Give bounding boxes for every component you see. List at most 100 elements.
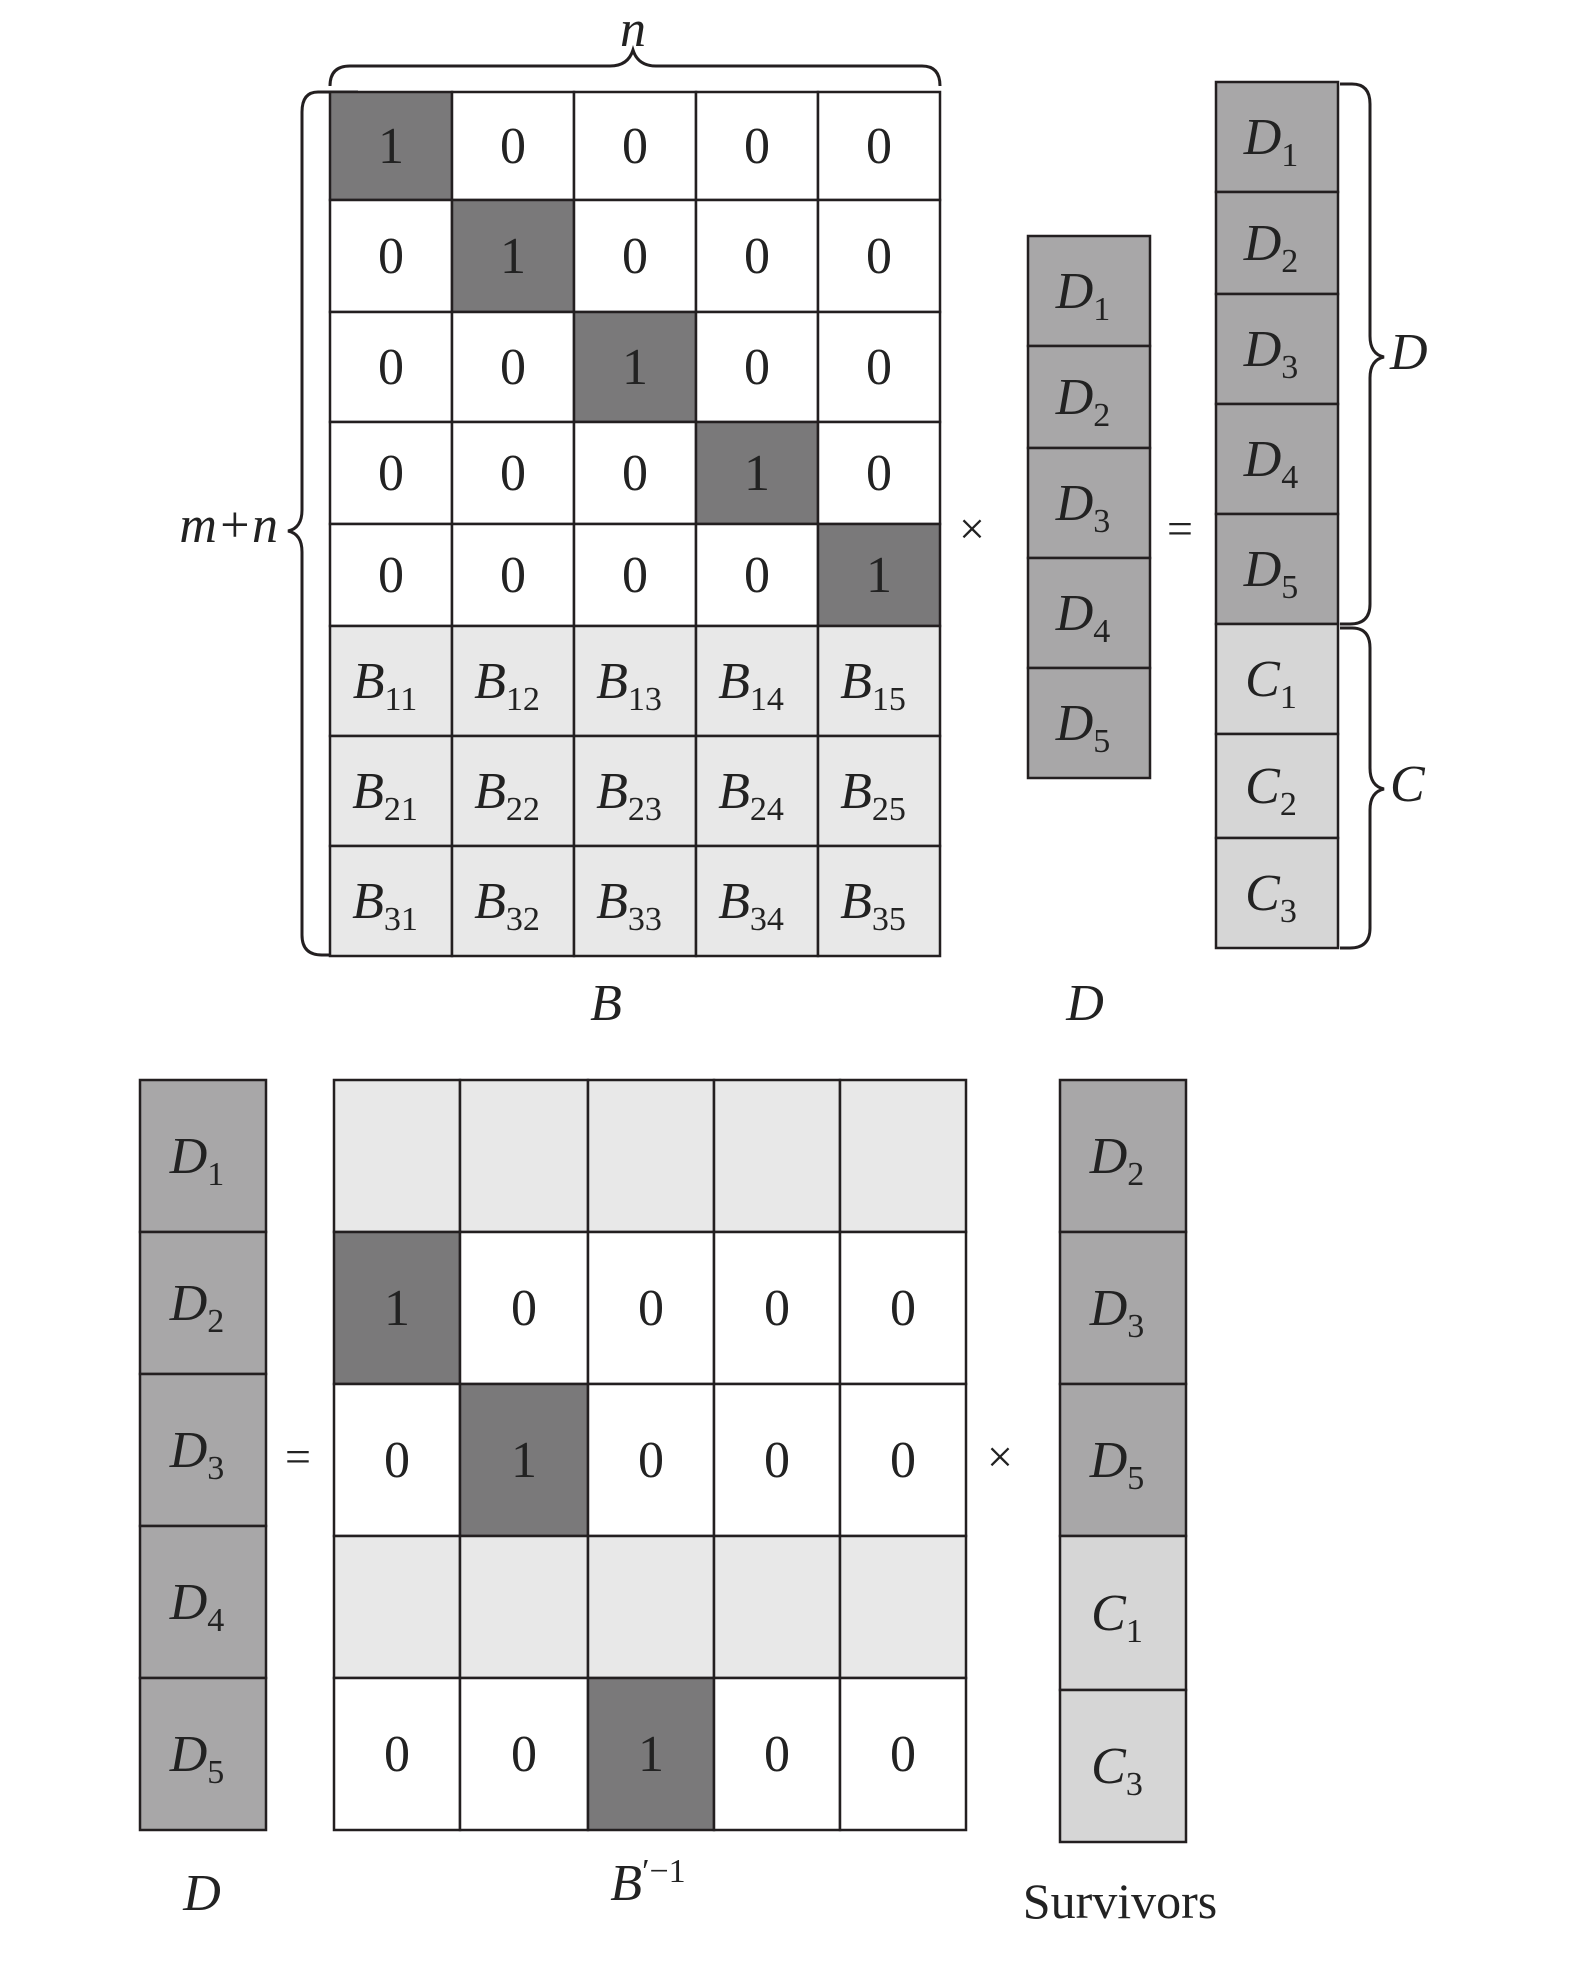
matrix-b-cell-8-2: B32 [450, 844, 576, 958]
d-brace [1340, 82, 1385, 626]
matrix-b-cell-3-1: 0 [328, 310, 454, 424]
survivor-cell-1: D2 [1058, 1078, 1188, 1234]
result-cell-1: D1 [1214, 80, 1340, 194]
inverse-matrix-cell-4-4 [712, 1534, 842, 1680]
matrix-b-cell-3-1-text: 0 [378, 339, 404, 396]
matrix-b-cell-6-1: B11 [328, 624, 454, 738]
inverse-matrix-cell-5-1-text: 0 [384, 1726, 410, 1783]
result-cell-5-text: D5 [1243, 541, 1299, 606]
survivor-cell-4: C1 [1058, 1534, 1188, 1692]
bottom-d-cell-2: D2 [138, 1230, 268, 1376]
matrix-b-cell-2-4-text: 0 [744, 228, 770, 285]
result-cell-6: C1 [1214, 622, 1340, 736]
matrix-b-cell-2-3: 0 [572, 198, 698, 314]
matrix-b-cell-8-2-text: B32 [474, 873, 540, 938]
inverse-matrix-cell-3-5-text: 0 [890, 1432, 916, 1489]
inverse-matrix-cell-3-1-text: 0 [384, 1432, 410, 1489]
matrix-b-cell-4-2: 0 [450, 420, 576, 526]
survivor-cell-3: D5 [1058, 1382, 1188, 1538]
vector-d-cell-1-text: D1 [1055, 263, 1111, 328]
survivor-cell-3-text: D5 [1089, 1432, 1145, 1497]
matrix-b-cell-4-3-text: 0 [622, 445, 648, 502]
matrix-b-cell-7-5-text: B25 [840, 763, 906, 828]
inverse-matrix-cell-4-5 [838, 1534, 968, 1680]
inverse-matrix-cell-3-1: 0 [332, 1382, 462, 1538]
bottom-d-cell-5: D5 [138, 1676, 268, 1832]
n-label: n [620, 1, 646, 58]
survivor-cell-1-text: D2 [1089, 1128, 1145, 1193]
matrix-b-cell-7-5: B25 [816, 734, 942, 848]
caption-b: B [590, 975, 622, 1032]
inverse-matrix-cell-1-3 [586, 1078, 716, 1234]
vector-d-cell-5: D5 [1026, 666, 1152, 780]
matrix-b-cell-6-4: B14 [694, 624, 820, 738]
inverse-matrix-cell-5-2-text: 0 [511, 1726, 537, 1783]
inverse-matrix-cell-2-3-text: 0 [638, 1280, 664, 1337]
matrix-b-cell-5-4-text: 0 [744, 547, 770, 604]
matrix-b-cell-4-5-text: 0 [866, 445, 892, 502]
bottom-d-cell-3-text: D3 [169, 1422, 225, 1487]
result-cell-7: C2 [1214, 732, 1340, 840]
bottom-times-sign: × [987, 1431, 1013, 1482]
matrix-b-cell-7-2: B22 [450, 734, 576, 848]
inverse-matrix-cell-2-5-text: 0 [890, 1280, 916, 1337]
inverse-matrix-cell-4-1 [332, 1534, 462, 1680]
matrix-b-cell-1-2: 0 [450, 90, 576, 202]
result-cell-4-text: D4 [1243, 431, 1299, 496]
inverse-matrix-cell-1-4 [712, 1078, 842, 1234]
inverse-matrix-cell-5-2: 0 [458, 1676, 590, 1832]
inverse-matrix-cell-3-4: 0 [712, 1382, 842, 1538]
inverse-matrix-cell-3-5: 0 [838, 1382, 968, 1538]
matrix-b-cell-2-1: 0 [328, 198, 454, 314]
vector-d-cell-4: D4 [1026, 556, 1152, 670]
inverse-matrix-cell-5-5-text: 0 [890, 1726, 916, 1783]
matrix-b-cell-1-1-text: 1 [378, 118, 404, 175]
caption-d-top: D [1065, 975, 1104, 1032]
bottom-equals-sign: = [285, 1431, 311, 1482]
matrix-b-cell-6-2: B12 [450, 624, 576, 738]
n-brace [328, 44, 942, 87]
matrix-b-cell-4-2-text: 0 [500, 445, 526, 502]
matrix-b-cell-1-5-text: 0 [866, 118, 892, 175]
matrix-b-cell-8-4: B34 [694, 844, 820, 958]
vector-d-cell-2-text: D2 [1055, 369, 1111, 434]
vector-d-cell-2: D2 [1026, 344, 1152, 450]
mn-label: m+n [179, 497, 278, 554]
result-cell-5: D5 [1214, 512, 1340, 626]
caption-survivors: Survivors [1023, 1873, 1217, 1929]
matrix-b-cell-5-5-text: 1 [866, 547, 892, 604]
matrix-b-cell-3-4-text: 0 [744, 339, 770, 396]
matrix-b-cell-5-2: 0 [450, 522, 576, 628]
inverse-matrix-cell-5-4-text: 0 [764, 1726, 790, 1783]
matrix-b-cell-6-3-text: B13 [596, 653, 662, 718]
matrix-b-cell-2-5: 0 [816, 198, 942, 314]
matrix-b-cell-6-5: B15 [816, 624, 942, 738]
inverse-matrix-cell-2-3: 0 [586, 1230, 716, 1386]
inverse-matrix-cell-1-5 [838, 1078, 968, 1234]
inverse-matrix-cell-1-2 [458, 1078, 590, 1234]
matrix-b-cell-5-2-text: 0 [500, 547, 526, 604]
bottom-d-cell-4-text: D4 [169, 1574, 225, 1639]
matrix-b-cell-6-1-text: B11 [353, 653, 418, 718]
inverse-matrix-cell-3-3: 0 [586, 1382, 716, 1538]
matrix-b-cell-1-4-text: 0 [744, 118, 770, 175]
matrix-b-cell-4-3: 0 [572, 420, 698, 526]
matrix-b-cell-6-2-text: B12 [474, 653, 540, 718]
result-cell-6-text: C1 [1245, 651, 1297, 716]
survivor-cell-5: C3 [1058, 1688, 1188, 1844]
inverse-matrix-cell-2-2-text: 0 [511, 1280, 537, 1337]
matrix-b-cell-6-3: B13 [572, 624, 698, 738]
matrix-b-cell-3-5-text: 0 [866, 339, 892, 396]
inverse-matrix-cell-5-1: 0 [332, 1676, 462, 1832]
matrix-b-cell-5-1-text: 0 [378, 547, 404, 604]
matrix-b-cell-4-4: 1 [694, 420, 820, 526]
survivor-cell-2-text: D3 [1089, 1280, 1145, 1345]
matrix-b-cell-2-2: 1 [450, 198, 576, 314]
survivor-cell-4-text: C1 [1091, 1585, 1143, 1650]
d-brace-label: D [1389, 324, 1428, 381]
matrix-b-cell-5-3-text: 0 [622, 547, 648, 604]
bottom-d-cell-3: D3 [138, 1372, 268, 1528]
matrix-b-cell-5-5: 1 [816, 522, 942, 628]
result-cell-8: C3 [1214, 836, 1340, 950]
